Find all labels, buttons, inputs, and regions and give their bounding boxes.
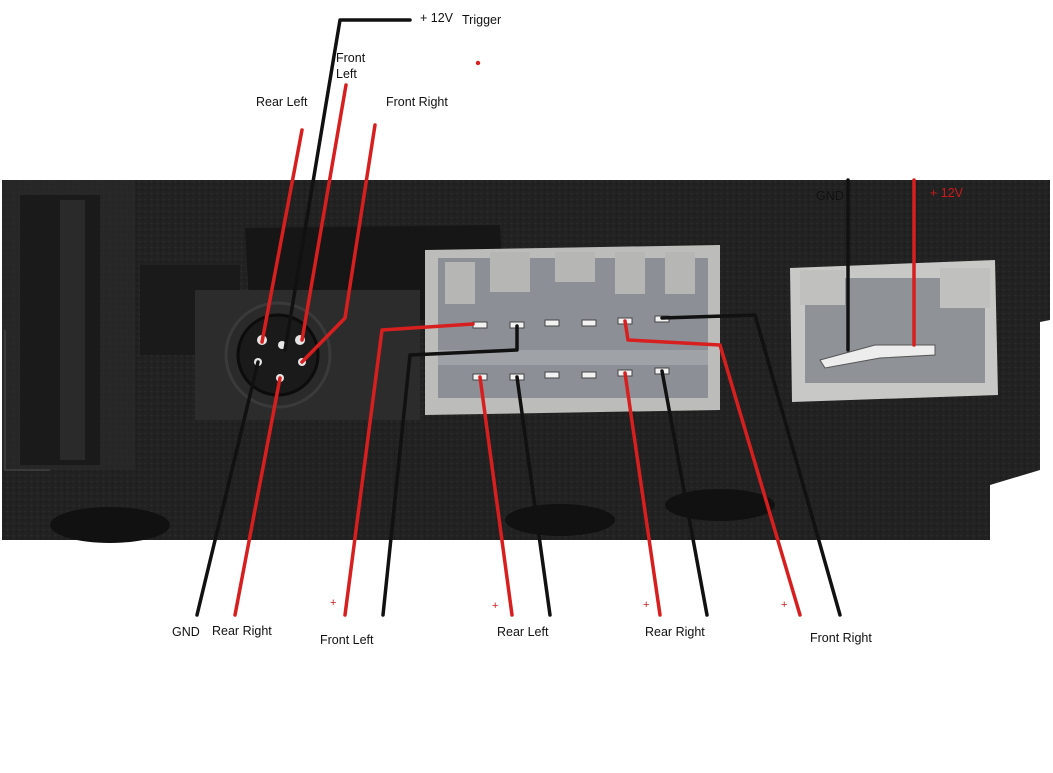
- wire-front-left-plus: [343, 322, 475, 617]
- trigger-label: Trigger: [462, 13, 502, 27]
- bottom-rear-left-label: Rear Left: [497, 625, 549, 639]
- din-front-right-label: Front Right: [386, 95, 448, 109]
- wire-din-front-right: [300, 123, 377, 364]
- plus-rear-left: +: [492, 600, 499, 612]
- trigger-plus-label: + 12V: [420, 11, 454, 25]
- wire-front-right-minus: [660, 313, 842, 617]
- wire-din-gnd: [195, 360, 260, 617]
- bottom-rear-right-2-label: Rear Right: [645, 625, 705, 639]
- plus-front-left: +: [330, 597, 337, 609]
- power-connector: [790, 260, 998, 402]
- wire-din-rear-right: [233, 376, 282, 617]
- wire-rear-left-plus: [478, 375, 514, 617]
- wire-rear-right-plus: [623, 371, 662, 617]
- din-rear-left-label: Rear Left: [256, 95, 308, 109]
- bottom-front-left-label: Front Left: [320, 633, 374, 647]
- plus-front-right: +: [781, 599, 788, 611]
- speaker-connector: [425, 245, 720, 415]
- wire-front-right-plus: [623, 319, 802, 617]
- red-dot: [475, 60, 481, 66]
- din-front-left-label: Front Left: [336, 51, 366, 81]
- wire-rear-right-minus: [660, 369, 709, 617]
- wire-front-left-minus: [381, 324, 519, 617]
- wire-rear-left-minus: [515, 375, 552, 617]
- power-gnd-label: GND: [816, 189, 844, 203]
- bottom-front-right-label: Front Right: [810, 631, 872, 645]
- plus-rear-right: +: [643, 599, 650, 611]
- bottom-gnd-label: GND: [172, 625, 200, 639]
- bottom-rear-right-label: Rear Right: [212, 624, 272, 638]
- wire-din-front-left: [300, 83, 348, 342]
- wire-din-rear-left: [260, 128, 304, 344]
- wire-trigger: [283, 18, 412, 352]
- power-12v-label: + 12V: [930, 186, 964, 200]
